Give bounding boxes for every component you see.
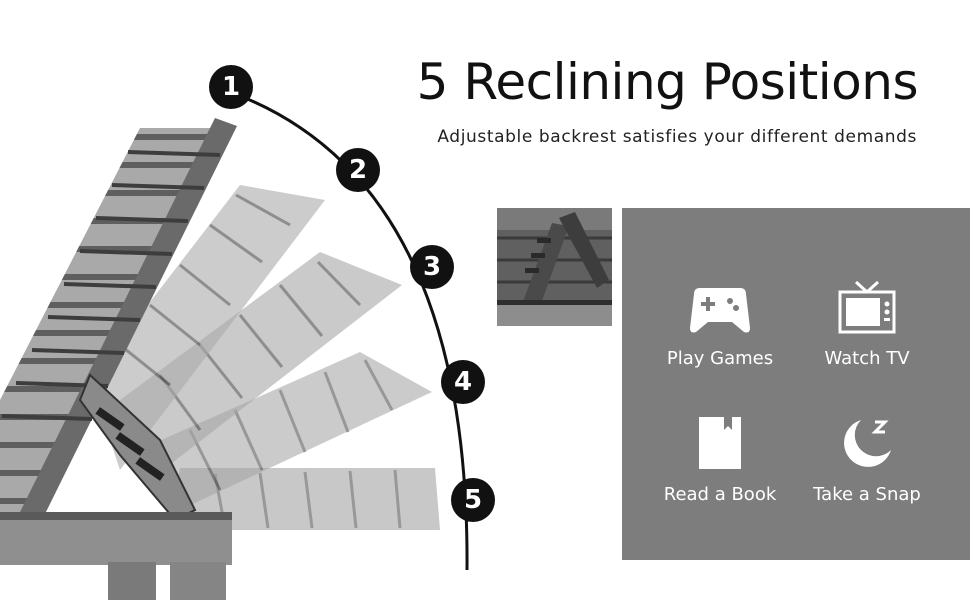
position-marker-4: 4	[441, 360, 485, 404]
use-case-watch-tv: Watch TV	[792, 280, 942, 370]
tv-icon	[838, 280, 896, 334]
position-marker-5: 5	[451, 478, 495, 522]
bracket-detail-illustration	[497, 208, 612, 326]
use-label-read-book: Read a Book	[663, 484, 777, 505]
use-label-play-games: Play Games	[666, 348, 774, 369]
position-marker-3: 3	[410, 245, 454, 289]
headline: 5 Reclining Positions	[416, 53, 919, 111]
use-label-watch-tv: Watch TV	[824, 348, 910, 369]
backrest-position-4	[150, 352, 432, 510]
backrest-position-2	[90, 185, 325, 470]
seat-frame	[0, 512, 232, 600]
subheadline: Adjustable backrest satisfies your diffe…	[437, 127, 917, 147]
support-bracket	[78, 373, 197, 522]
use-label-take-snap: Take a Snap	[813, 484, 921, 505]
use-case-take-snap: Take a Snap	[792, 416, 942, 506]
backrest-position-1	[0, 118, 237, 520]
backrest-position-5	[170, 468, 440, 530]
book-icon	[699, 417, 741, 469]
use-cases-panel: Play Games Watch TV Read a Book	[622, 208, 970, 560]
use-case-play-games: Play Games	[645, 288, 795, 370]
bracket-detail-photo	[497, 208, 612, 326]
position-marker-2: 2	[336, 148, 380, 192]
gamepad-icon	[690, 288, 750, 333]
moon-sleep-icon	[844, 420, 891, 467]
use-case-read-book: Read a Book	[645, 416, 795, 506]
position-marker-1: 1	[209, 65, 253, 109]
recline-arc	[229, 90, 469, 571]
